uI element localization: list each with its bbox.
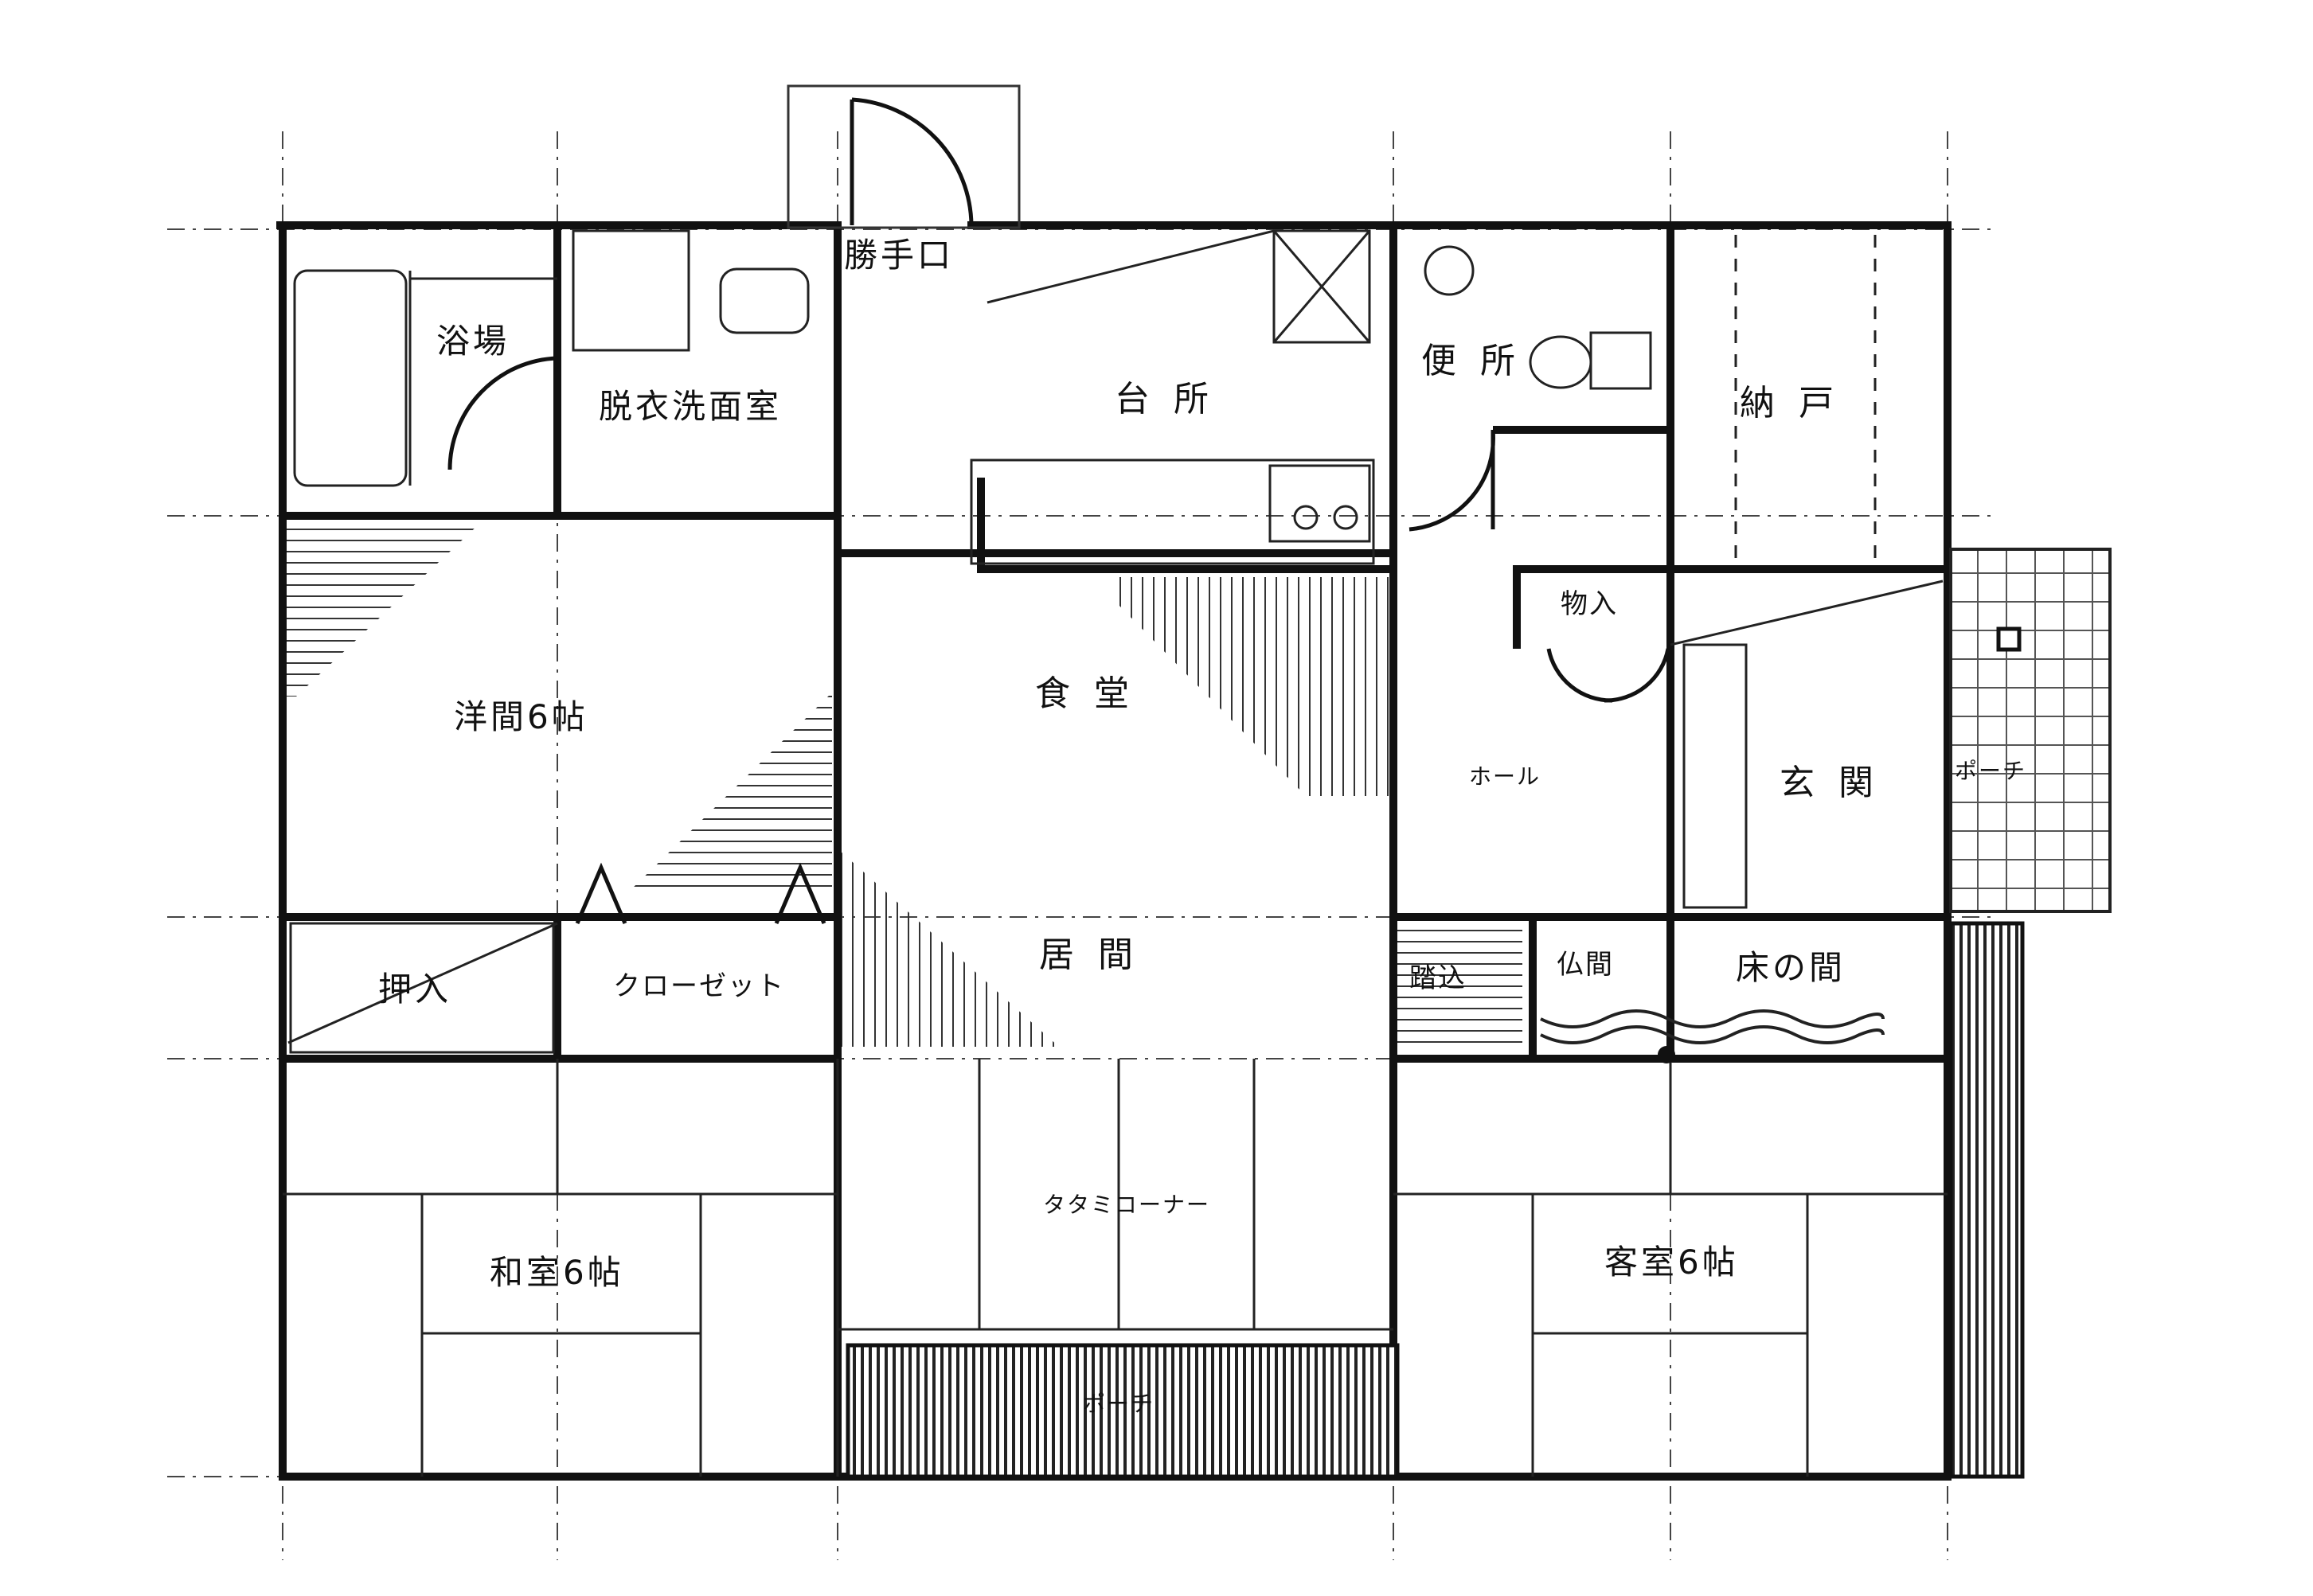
label-living: 居 間 — [1039, 935, 1139, 975]
label-closet: クローゼット — [613, 970, 785, 1002]
veranda-east — [1948, 921, 2025, 1479]
label-dressing-wash: 脱衣洗面室 — [599, 387, 783, 426]
label-porch: ポーチ — [1955, 758, 2027, 784]
label-dining: 食 堂 — [1035, 673, 1135, 714]
thin-lines — [283, 229, 1948, 1477]
label-toilet: 便 所 — [1421, 341, 1522, 381]
label-oshiire: 押入 — [378, 970, 452, 1009]
label-step-in: 踏込 — [1409, 962, 1467, 994]
label-bath: 浴場 — [436, 322, 510, 361]
label-hall: ホール — [1469, 763, 1541, 790]
service-door-step — [787, 84, 1021, 229]
label-tokonoma: 床の間 — [1736, 948, 1846, 987]
label-japanese-room: 和室6帖 — [490, 1253, 624, 1292]
label-butsuma: 仏間 — [1557, 949, 1614, 981]
label-service-door: 勝手口 — [844, 236, 955, 275]
label-tatami-corner: タタミコーナー — [1043, 1192, 1211, 1218]
veranda-south — [846, 1343, 1400, 1479]
label-guest-room: 客室6帖 — [1604, 1243, 1739, 1282]
hatched-areas — [287, 525, 1522, 1049]
label-storage-closet: 物入 — [1561, 588, 1618, 620]
door-swings — [447, 97, 1670, 924]
label-veranda: ポーチ — [1083, 1391, 1155, 1417]
label-storeroom: 納 戸 — [1740, 383, 1840, 423]
label-western-room: 洋間6帖 — [454, 697, 588, 736]
label-entrance: 玄 関 — [1780, 763, 1880, 803]
label-kitchen: 台 所 — [1115, 379, 1215, 419]
tokonoma-wood — [1540, 1009, 1885, 1028]
porch-tiles — [1949, 548, 2112, 913]
walls — [276, 221, 1952, 1481]
